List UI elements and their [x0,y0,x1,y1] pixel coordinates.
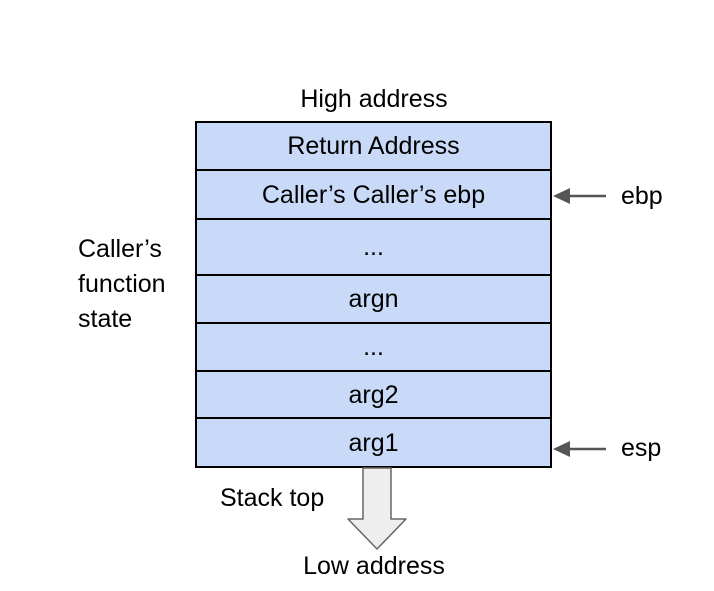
stack-cell-callers-callers-ebp: Caller’s Caller’s ebp [195,171,552,220]
stack-cell-ellipsis-upper: ... [195,220,552,276]
stack-cell-argn: argn [195,276,552,324]
high-address-label: High address [300,85,448,113]
stack-top-label: Stack top [220,484,325,512]
ebp-pointer-label: ebp [621,182,663,210]
stack-growth-down-arrow [347,467,407,550]
stack-cell-arg2: arg2 [195,372,552,419]
ebp-pointer-arrow [553,188,606,204]
caller-function-state-label: Caller’s function state [78,235,166,333]
stack-frame: Return Address Caller’s Caller’s ebp ...… [195,121,552,468]
stack-cell-return-address: Return Address [195,121,552,171]
low-address-label: Low address [303,552,445,580]
stack-cell-arg1: arg1 [195,419,552,468]
stack-cell-ellipsis-lower: ... [195,324,552,372]
esp-pointer-label: esp [621,434,662,462]
esp-pointer-arrow [553,441,606,457]
